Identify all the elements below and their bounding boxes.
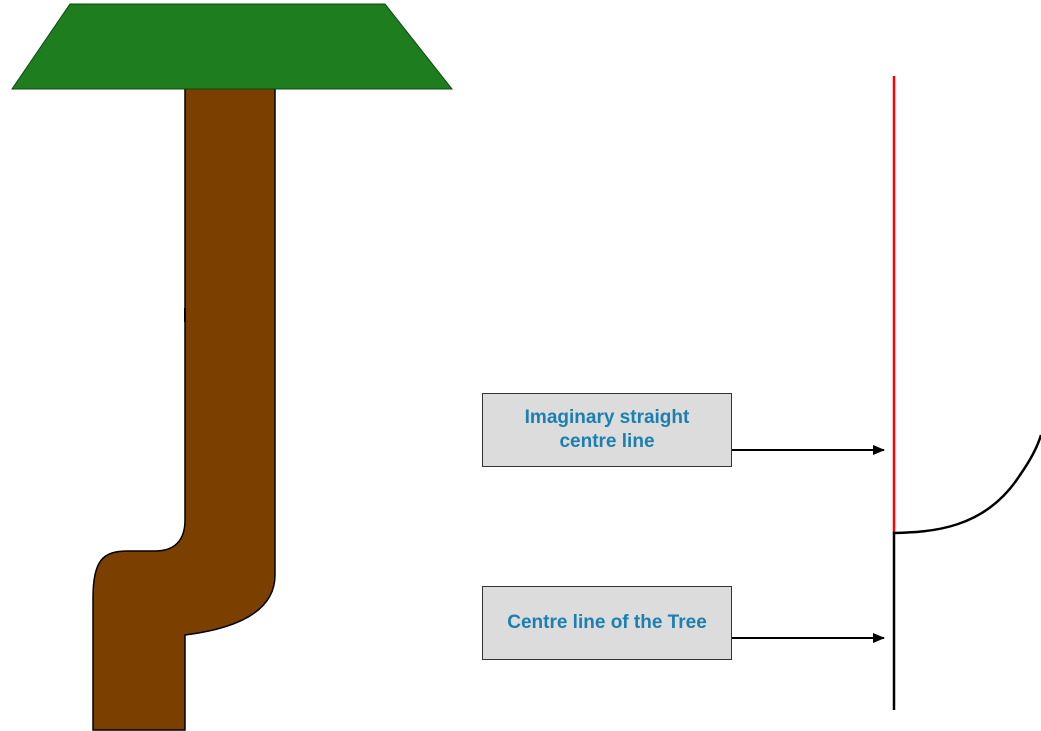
label-tree-centre-line-text: Centre line of the Tree: [507, 612, 707, 633]
tree-canopy: [11, 3, 454, 90]
tree-trunk: [92, 87, 276, 731]
label-imaginary-centre-line: Imaginary straight centre line: [482, 393, 732, 467]
label-imaginary-centre-line-text: Imaginary straight centre line: [524, 407, 690, 452]
label-tree-centre-line: Centre line of the Tree: [482, 586, 732, 660]
tree-centre-line: [892, 434, 1041, 710]
